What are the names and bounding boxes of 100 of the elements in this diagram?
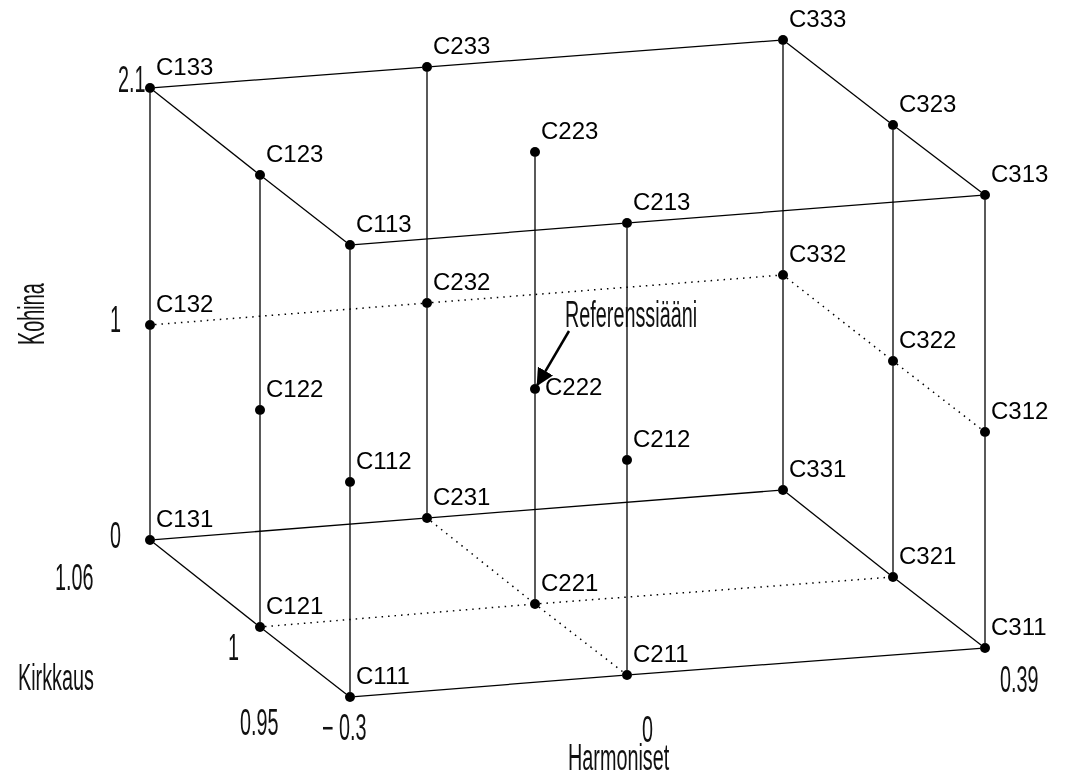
point-label: C321 (899, 544, 957, 568)
cube-line (431, 39, 779, 68)
data-point (888, 120, 898, 130)
cube-line (892, 365, 894, 573)
cube-line (431, 489, 779, 519)
cube-line (349, 249, 351, 478)
point-label: C212 (633, 427, 691, 451)
cube-line (626, 227, 628, 456)
cube-line (896, 579, 982, 646)
cube-line (349, 486, 351, 693)
point-label: C223 (541, 119, 599, 143)
tick-label: 1 (228, 630, 239, 666)
cube-line (631, 194, 981, 224)
cube-line (354, 674, 623, 698)
cube-line (154, 66, 423, 89)
data-point (145, 320, 155, 330)
data-point (888, 356, 898, 366)
data-point (345, 692, 355, 702)
cube-line (782, 44, 784, 271)
dotted-line (154, 302, 423, 326)
tick-label: 0 (642, 712, 653, 748)
tick-label: − 0.3 (322, 710, 367, 746)
point-label: C331 (789, 457, 847, 481)
data-point (980, 190, 990, 200)
cube-line (153, 90, 257, 173)
point-label: C233 (433, 34, 491, 58)
point-label: C231 (433, 485, 491, 509)
point-label: C221 (541, 571, 599, 595)
data-point (145, 535, 155, 545)
point-label: C123 (266, 142, 324, 166)
data-point (422, 513, 432, 523)
data-point (622, 455, 632, 465)
tick-label: 2.1 (118, 62, 146, 98)
data-point (422, 62, 432, 72)
point-label: C222 (545, 375, 603, 399)
leader-arrow (536, 330, 571, 387)
point-label: C313 (991, 162, 1049, 186)
point-label: C113 (356, 212, 412, 236)
point-label: C131 (156, 507, 214, 531)
point-label: C311 (991, 615, 1047, 639)
tick-label: 0 (110, 518, 121, 554)
data-point (778, 35, 788, 45)
cube-line (896, 127, 982, 193)
cube-line (786, 492, 890, 575)
data-point (345, 477, 355, 487)
data-point (530, 599, 540, 609)
data-point (778, 485, 788, 495)
point-label: C323 (899, 92, 957, 116)
tick-label: 0.95 (240, 705, 279, 741)
data-point (980, 427, 990, 437)
point-label: C232 (433, 270, 491, 294)
data-point (530, 384, 540, 394)
tick-label: 0.39 (1000, 662, 1039, 698)
point-label: C312 (991, 399, 1049, 423)
point-label: C322 (899, 328, 957, 352)
point-label: C132 (156, 292, 214, 316)
cube-line (534, 393, 536, 600)
cube-line (149, 92, 151, 321)
point-label: C112 (356, 449, 412, 473)
tick-label: 1.06 (55, 560, 94, 596)
data-point (255, 405, 265, 415)
data-point (345, 240, 355, 250)
cube-line (892, 129, 894, 357)
cube-line (984, 199, 986, 428)
dotted-line (431, 274, 779, 304)
cube-line (259, 179, 261, 406)
cube-line (984, 436, 986, 644)
dotted-line (538, 606, 624, 673)
cube-line (426, 71, 428, 299)
cube-line (154, 517, 423, 541)
point-label: C121 (266, 594, 324, 618)
data-point (888, 572, 898, 582)
cube-line (786, 42, 890, 123)
cube-line (263, 177, 347, 243)
cube-line (426, 307, 428, 514)
cube-line (354, 222, 623, 246)
data-point (422, 298, 432, 308)
point-label: C213 (633, 190, 691, 214)
dotted-line (430, 520, 532, 602)
data-point (622, 218, 632, 228)
data-point (980, 643, 990, 653)
cube-line (259, 414, 261, 623)
point-label: C333 (789, 7, 847, 31)
dotted-line (896, 363, 982, 430)
point-label: C133 (156, 55, 214, 79)
cube-line (153, 542, 257, 625)
cube-line (534, 156, 536, 385)
point-label: C122 (266, 377, 324, 401)
tick-label: 1 (110, 302, 121, 338)
data-point (255, 170, 265, 180)
data-point (145, 83, 155, 93)
data-point (255, 622, 265, 632)
data-point (622, 670, 632, 680)
cube-line (631, 647, 981, 676)
point-label: C211 (633, 642, 689, 666)
cube-line (626, 464, 628, 671)
point-label: C332 (789, 242, 847, 266)
point-label: C111 (356, 664, 410, 688)
axis-title: Kohina (14, 283, 50, 345)
axis-title: Kirkkaus (18, 660, 94, 696)
